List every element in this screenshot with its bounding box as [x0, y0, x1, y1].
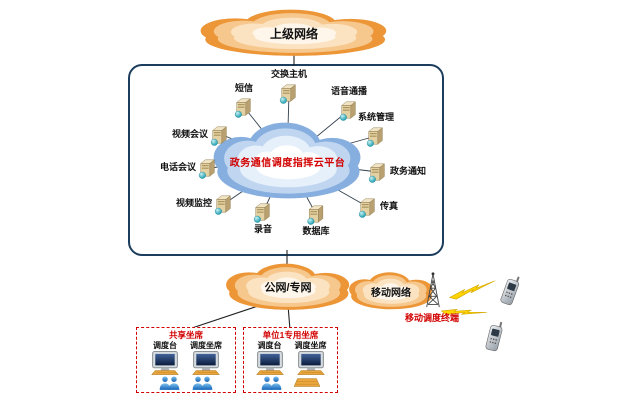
server-label: 系统管理 — [357, 112, 395, 122]
server-node-sms: 短信 — [234, 83, 254, 119]
server-label: 短信 — [234, 83, 253, 93]
keyboard-icon — [294, 378, 320, 387]
mobile-network-cloud: 移动网络 — [347, 271, 435, 311]
server-node-voice-broadcast: 语音通播 — [330, 86, 368, 122]
public-network-cloud: 公网/专网 — [223, 262, 353, 312]
persons-row — [261, 376, 320, 390]
dispatch-console: 调度坐席 — [295, 341, 327, 375]
server-node-fax: 传真 — [358, 195, 398, 219]
server-icon — [198, 159, 215, 180]
monitor-icon — [255, 350, 284, 375]
upper-network-label: 上级网络 — [269, 26, 318, 41]
server-label: 政务通知 — [390, 166, 427, 177]
consoles-row: 调度台 调度坐席 — [255, 341, 327, 375]
console-label: 调度坐席 — [190, 341, 222, 351]
person-icon — [201, 376, 213, 390]
server-label: 录音 — [253, 224, 272, 234]
person-group — [192, 376, 213, 390]
server-icon — [366, 127, 383, 147]
seat-group-title: 共享坐席 — [168, 330, 203, 340]
dispatch-console: 调度台 — [255, 341, 285, 375]
person-icon — [168, 376, 180, 390]
upper-network-cloud: 上级网络 — [196, 8, 392, 58]
server-icon — [279, 84, 296, 104]
server-icon — [234, 98, 251, 118]
server-node-recording: 录音 — [253, 200, 273, 235]
server-label: 视频监控 — [176, 198, 213, 209]
shared-seats-group: 共享坐席 调度台 调度坐席 — [136, 327, 236, 393]
server-label: 电话会议 — [160, 162, 197, 173]
monitor-icon — [296, 350, 325, 375]
server-node-video-surveillance: 视频监控 — [176, 192, 234, 216]
server-icon — [253, 203, 270, 224]
server-label: 视频会议 — [172, 129, 209, 140]
dispatch-console: 调度坐席 — [190, 341, 222, 375]
server-node-system-management: 系统管理 — [357, 112, 395, 148]
server-label: 传真 — [380, 201, 399, 212]
console-label: 调度台 — [153, 341, 177, 351]
seat-group-title: 单位1专用坐席 — [262, 330, 319, 340]
server-node-phone-conference: 电话会议 — [160, 156, 218, 180]
server-label: 语音通播 — [330, 86, 368, 96]
server-label: 交换主机 — [270, 69, 308, 79]
public-network-label: 公网/专网 — [264, 282, 312, 294]
server-node-gov-notice: 政务通知 — [368, 160, 426, 184]
mobile-terminal-label: 移动调度终端 — [404, 313, 459, 323]
monitor-icon — [192, 350, 220, 375]
monitor-icon — [151, 350, 179, 375]
unit1-seats-group: 单位1专用坐席 调度台 调度坐席 — [243, 327, 338, 393]
server-icon — [306, 205, 323, 226]
consoles-row: 调度台 调度坐席 — [150, 341, 222, 375]
server-icon — [368, 163, 385, 184]
mobile-phone-icon — [499, 273, 522, 307]
mobile-network-label: 移动网络 — [371, 287, 411, 299]
lightning-bolt-icon — [447, 280, 498, 301]
person-icon — [270, 376, 282, 390]
person-group — [159, 376, 180, 390]
dispatch-console: 调度台 — [150, 341, 180, 375]
console-label: 调度坐席 — [294, 341, 327, 351]
platform-cloud-label: 政务通信调度指挥云平台 — [229, 157, 346, 169]
person-group — [261, 376, 282, 390]
server-icon — [210, 126, 227, 147]
platform-cloud: 政务通信调度指挥云平台 — [210, 120, 365, 202]
persons-row — [159, 376, 213, 390]
server-label: 数据库 — [302, 226, 330, 236]
console-label: 调度台 — [257, 341, 282, 351]
server-icon — [214, 195, 231, 216]
server-icon — [358, 198, 375, 219]
server-node-video-conference: 视频会议 — [172, 123, 230, 147]
server-icon — [339, 101, 356, 121]
server-node-exchange-host: 交换主机 — [270, 69, 308, 105]
server-node-database: 数据库 — [302, 202, 330, 237]
